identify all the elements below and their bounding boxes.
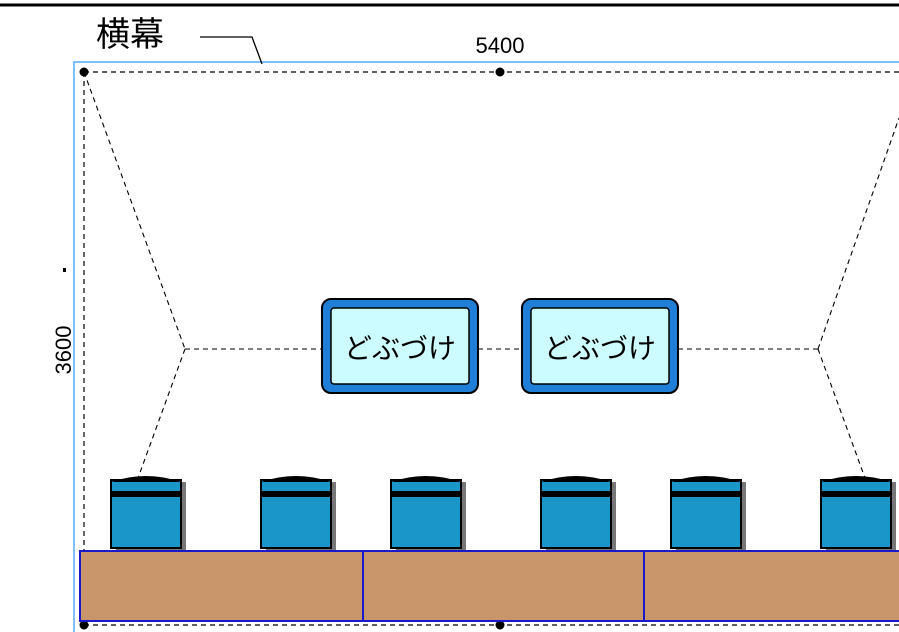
corner-dot-top-left	[79, 67, 89, 77]
height-dimension-label: 3600	[51, 326, 76, 375]
bin-5	[670, 476, 746, 550]
width-dimension-label: 5400	[476, 33, 525, 58]
platform	[79, 550, 899, 622]
sign-right-label: どぶづけ	[544, 332, 656, 365]
bin-6	[820, 476, 896, 550]
corner-dot-bottom-left	[79, 620, 89, 630]
bin-4	[540, 476, 616, 550]
bins-row	[110, 476, 896, 550]
dashed-outline	[83, 71, 899, 626]
bin-1	[110, 476, 186, 550]
midpoint-dot-bottom	[495, 620, 505, 630]
sign-left: どぶづけ	[321, 298, 479, 394]
bin-2	[260, 476, 336, 550]
sign-left-label: どぶづけ	[344, 332, 456, 365]
banner-label: 横幕	[96, 15, 164, 55]
sign-right: どぶづけ	[521, 298, 679, 394]
banner-leader-line	[200, 36, 263, 65]
left-tick-mark	[63, 268, 66, 272]
perspective-lines	[83, 71, 899, 479]
stage-frame	[73, 61, 899, 632]
bin-3	[390, 476, 466, 550]
midpoint-dot-top	[495, 67, 505, 77]
